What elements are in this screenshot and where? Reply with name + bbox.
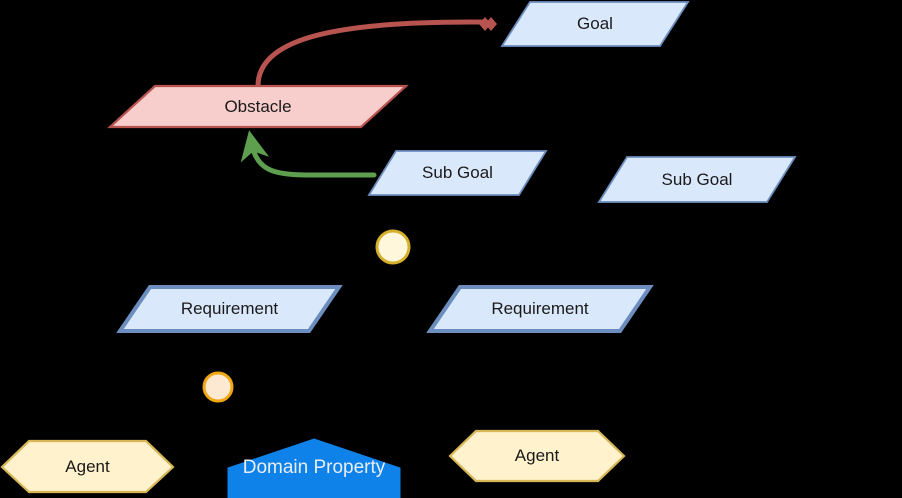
node-requirement-1[interactable] bbox=[116, 285, 343, 333]
node-domain-property[interactable] bbox=[227, 438, 401, 498]
node-obstacle[interactable] bbox=[107, 84, 409, 129]
edge-obstacle-blocks-goal[interactable] bbox=[255, 17, 497, 89]
edge-line bbox=[255, 19, 489, 89]
node-goal[interactable] bbox=[500, 1, 690, 47]
node-requirement-2[interactable] bbox=[426, 285, 654, 333]
double-diamond-marker-icon-2 bbox=[479, 17, 491, 31]
node-subgoal-1[interactable] bbox=[367, 150, 548, 196]
node-agent-2[interactable] bbox=[448, 429, 626, 483]
node-junction-upper[interactable] bbox=[375, 229, 411, 265]
node-agent-1[interactable] bbox=[0, 439, 175, 494]
node-junction-lower[interactable] bbox=[202, 371, 234, 403]
edge-subgoal-resolves-obstacle[interactable] bbox=[240, 130, 377, 178]
edge-line bbox=[240, 130, 377, 178]
node-subgoal-2[interactable] bbox=[597, 156, 797, 203]
